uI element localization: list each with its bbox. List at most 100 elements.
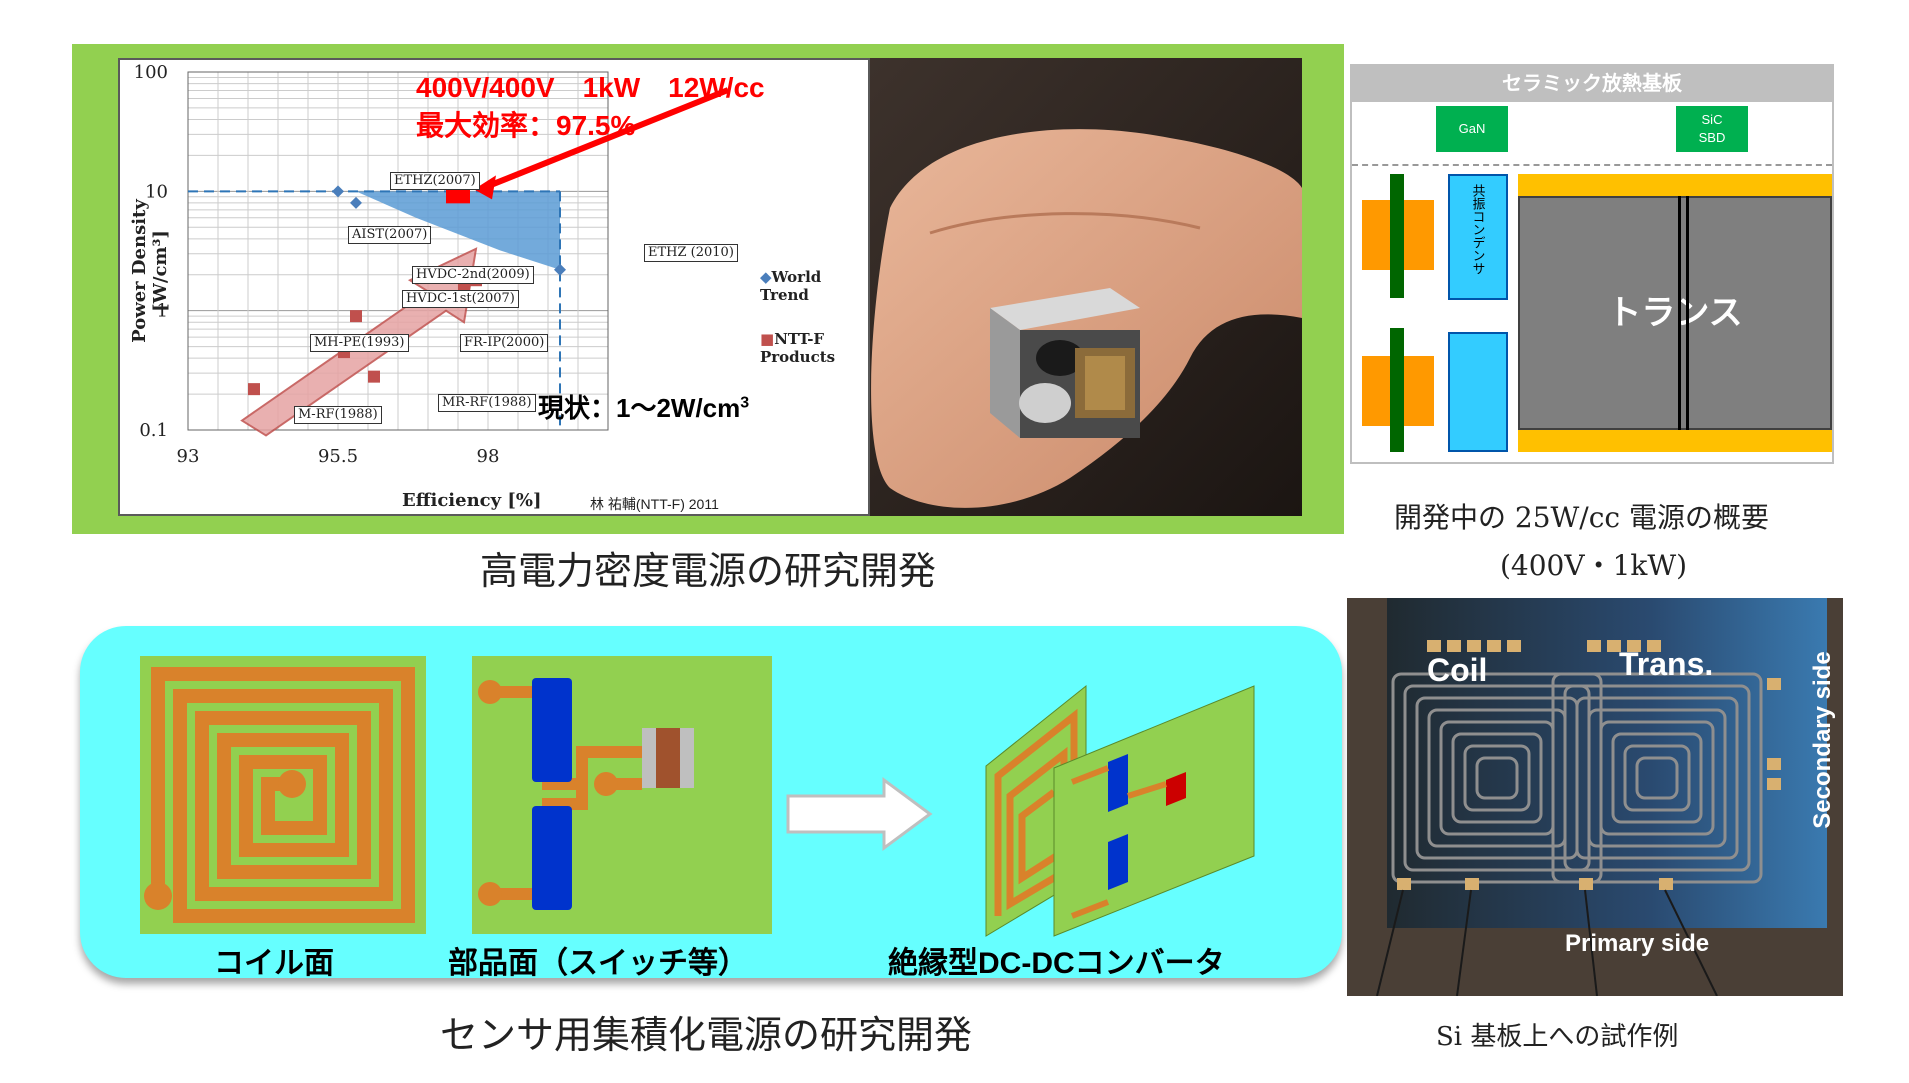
status-main: 現状：1～2W/cm — [538, 393, 741, 423]
status-sup: 3 — [740, 394, 750, 412]
device-module — [990, 288, 1140, 438]
chip-spiral-coils — [1391, 672, 1763, 884]
point-label-mr-rf: MR-RF(1988) — [438, 394, 536, 412]
resonant-cap-upper: 共振コンデンサ — [1448, 174, 1508, 300]
legend-world-trend: ◆World Trend — [760, 268, 860, 304]
isolated-converter — [985, 684, 1255, 937]
chart-xlabel: Efficiency [%] — [402, 490, 542, 511]
prototype-photo-svg — [870, 58, 1302, 516]
sic-label-1: SiC — [1701, 112, 1723, 127]
gan-chip: GaN — [1436, 106, 1508, 152]
point-label-ethz-2007: ETHZ(2007) — [390, 172, 480, 190]
capacitor-core — [656, 728, 680, 788]
point-label-m-rf: M-RF(1988) — [294, 406, 382, 424]
chip-die — [1387, 598, 1827, 928]
transformer-gap-1 — [1678, 196, 1681, 430]
x-tick-label: 95.5 — [318, 446, 358, 467]
transformer-core-top — [1518, 174, 1832, 196]
sic-chip: SiC SBD — [1676, 106, 1748, 152]
gan-label: GaN — [1458, 121, 1486, 136]
world-trend-area — [356, 191, 560, 270]
si-chip-photo: Coil Trans. Secondary side Primary side — [1347, 598, 1843, 996]
chip-coil-turn — [1575, 696, 1739, 860]
ntt-product-point — [350, 310, 362, 323]
chip-coil-turn — [1463, 744, 1531, 812]
chip-coil-turn — [1563, 684, 1751, 872]
hand-shape — [871, 129, 1302, 508]
transformer-label: トランス — [1607, 294, 1743, 332]
transformer-core-bottom — [1518, 430, 1832, 452]
converter-back-traces — [994, 708, 1078, 916]
point-label-aist-2007: AIST(2007) — [348, 226, 432, 244]
heatsink-label: セラミック放熱基板 — [1502, 73, 1682, 95]
point-label-hvdc-1st: HVDC-1st(2007) — [402, 290, 519, 308]
chart-ylabel: Power Density [W/cm³] — [129, 199, 171, 343]
point-label-hvdc-2nd: HVDC-2nd(2009) — [412, 266, 534, 284]
point-label-fr-ip: FR-IP(2000) — [460, 334, 549, 352]
y-tick-label: 1 — [157, 301, 168, 322]
callout-arrow-line — [478, 87, 730, 193]
chip-coil-turn — [1599, 720, 1715, 836]
y-tick-label: 100 — [134, 62, 168, 83]
y-tick-label: 10 — [145, 181, 168, 202]
switch-component-top — [532, 678, 572, 782]
caption-si-chip: Si 基板上への試作例 — [1436, 1022, 1679, 1052]
arrow-shape — [786, 777, 933, 851]
parts-pad-bottom — [478, 882, 502, 906]
coil-spiral-trace — [151, 667, 415, 923]
heatsink-bar: セラミック放熱基板 — [1352, 66, 1832, 102]
ntt-product-point — [368, 370, 380, 383]
coil-face — [140, 656, 426, 934]
coil-pad-inner — [278, 770, 306, 798]
coil-pad-outer — [144, 882, 172, 910]
converter-board-front — [1053, 685, 1255, 937]
label-parts-face: 部品面（スイッチ等） — [448, 947, 748, 980]
point-label-ethz-2010: ETHZ (2010) — [644, 244, 738, 262]
legend-label-ntt: NTT-F Products — [760, 330, 836, 366]
chip-coil-turn — [1475, 756, 1519, 800]
chip-coil-turn — [1611, 732, 1703, 824]
x-tick-label: 98 — [477, 446, 500, 467]
caption-25wcc-line2: (400V・1kW) — [1500, 549, 1688, 582]
caption-25wcc-line1: 開発中の 25W/cc 電源の概要 — [1394, 501, 1770, 534]
world-trend-point — [554, 263, 566, 276]
chip-coil-turn — [1635, 756, 1679, 800]
converter-front-parts — [1070, 754, 1186, 919]
caption-sensor: センサ用集積化電源の研究開発 — [440, 1013, 973, 1057]
y-tick-label: 0.1 — [139, 420, 168, 441]
parts-pad-top — [478, 680, 502, 704]
transformer-body: トランス — [1518, 196, 1832, 430]
callout-arrow-head — [474, 175, 496, 200]
transformer-gap-2 — [1686, 196, 1689, 430]
status-text: 現状：1～2W/cm3 — [538, 388, 749, 425]
x-tick-label: 93 — [177, 446, 200, 467]
plot-frame — [187, 71, 609, 431]
switch-component-bottom — [532, 806, 572, 910]
chip-secondary-label: Secondary side — [1809, 651, 1836, 829]
parts-board — [472, 656, 772, 934]
point-label-mh-pe: MH-PE(1993) — [310, 334, 409, 352]
chip-pads — [1397, 640, 1781, 890]
switch-lower-bar — [1390, 328, 1404, 452]
chip-coil-label: Coil — [1427, 652, 1488, 688]
chip-svg — [1347, 598, 1843, 996]
label-coil-face: コイル面 — [214, 947, 334, 980]
legend-ntt-products: ■NTT-F Products — [760, 330, 860, 366]
headline-line-2: 最大効率：97.5% — [416, 110, 636, 141]
chip-coil-turn — [1587, 708, 1727, 848]
parts-pad-mid — [594, 772, 618, 796]
transform-arrow — [786, 777, 933, 851]
resonant-cap-lower — [1448, 332, 1508, 452]
chart-credit: 林 祐輔(NTT-F) 2011 — [590, 496, 719, 512]
label-isolated-converter: 絶縁型DC-DCコンバータ — [888, 947, 1225, 980]
power-supply-diagram: セラミック放熱基板 GaN SiC SBD 共振コンデンサ トランス — [1350, 64, 1834, 464]
legend-marker-world: ◆ — [760, 268, 772, 286]
parts-face — [472, 656, 772, 934]
chip-trans-label: Trans. — [1619, 646, 1714, 682]
switch-upper-bar — [1390, 174, 1404, 298]
sic-label-2: SBD — [1698, 130, 1726, 145]
caption-high-density: 高電力密度電源の研究開発 — [480, 549, 937, 593]
chip-coil-turn — [1623, 744, 1691, 812]
hand-crease — [929, 212, 1201, 235]
